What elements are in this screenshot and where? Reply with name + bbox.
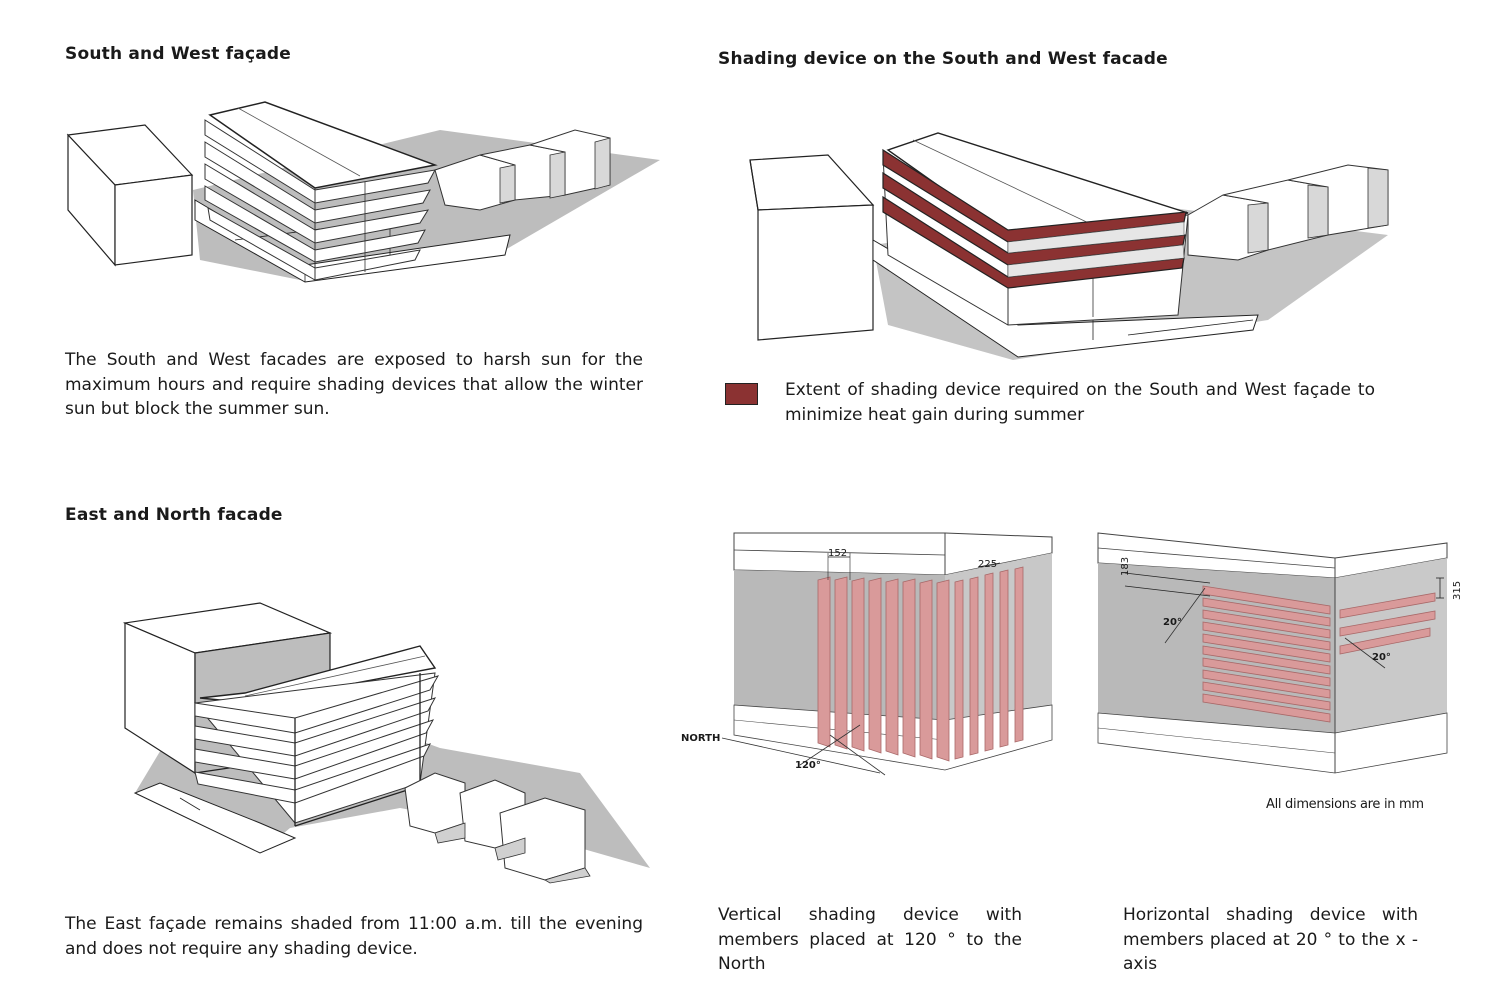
east-north-facade-figure [122, 602, 650, 884]
horizontal-angle-left: 20° [1163, 617, 1182, 628]
vertical-angle-label: 120° [795, 760, 821, 771]
title-east-north: East and North facade [65, 505, 283, 525]
vertical-dim-a: 152 [828, 548, 848, 559]
shading-sw-legend-text: Extent of shading device required on the… [785, 380, 1375, 425]
vertical-dim-b: 225 [978, 559, 998, 570]
vertical-device-figure [721, 532, 1053, 776]
horizontal-dim-right: 315 [1452, 580, 1463, 600]
south-west-caption: The South and West facades are exposed t… [65, 350, 643, 419]
title-shading-sw: Shading device on the South and West fac… [718, 49, 1168, 69]
horizontal-angle-right: 20° [1372, 652, 1391, 663]
legend-swatch [725, 383, 758, 405]
title-south-west: South and West façade [65, 44, 291, 64]
vertical-device-caption: Vertical shading device with members pla… [718, 905, 1022, 974]
horizontal-dim-left: 183 [1120, 556, 1131, 576]
shading-sw-figure [749, 132, 1389, 360]
horizontal-device-caption: Horizontal shading device with members p… [1123, 905, 1418, 974]
north-label: NORTH [681, 733, 721, 744]
dimensions-note: All dimensions are in mm [1266, 797, 1424, 812]
south-west-facade-figure [66, 101, 660, 283]
east-north-caption: The East façade remains shaded from 11:0… [65, 914, 643, 959]
horizontal-device-figure [1097, 532, 1448, 774]
